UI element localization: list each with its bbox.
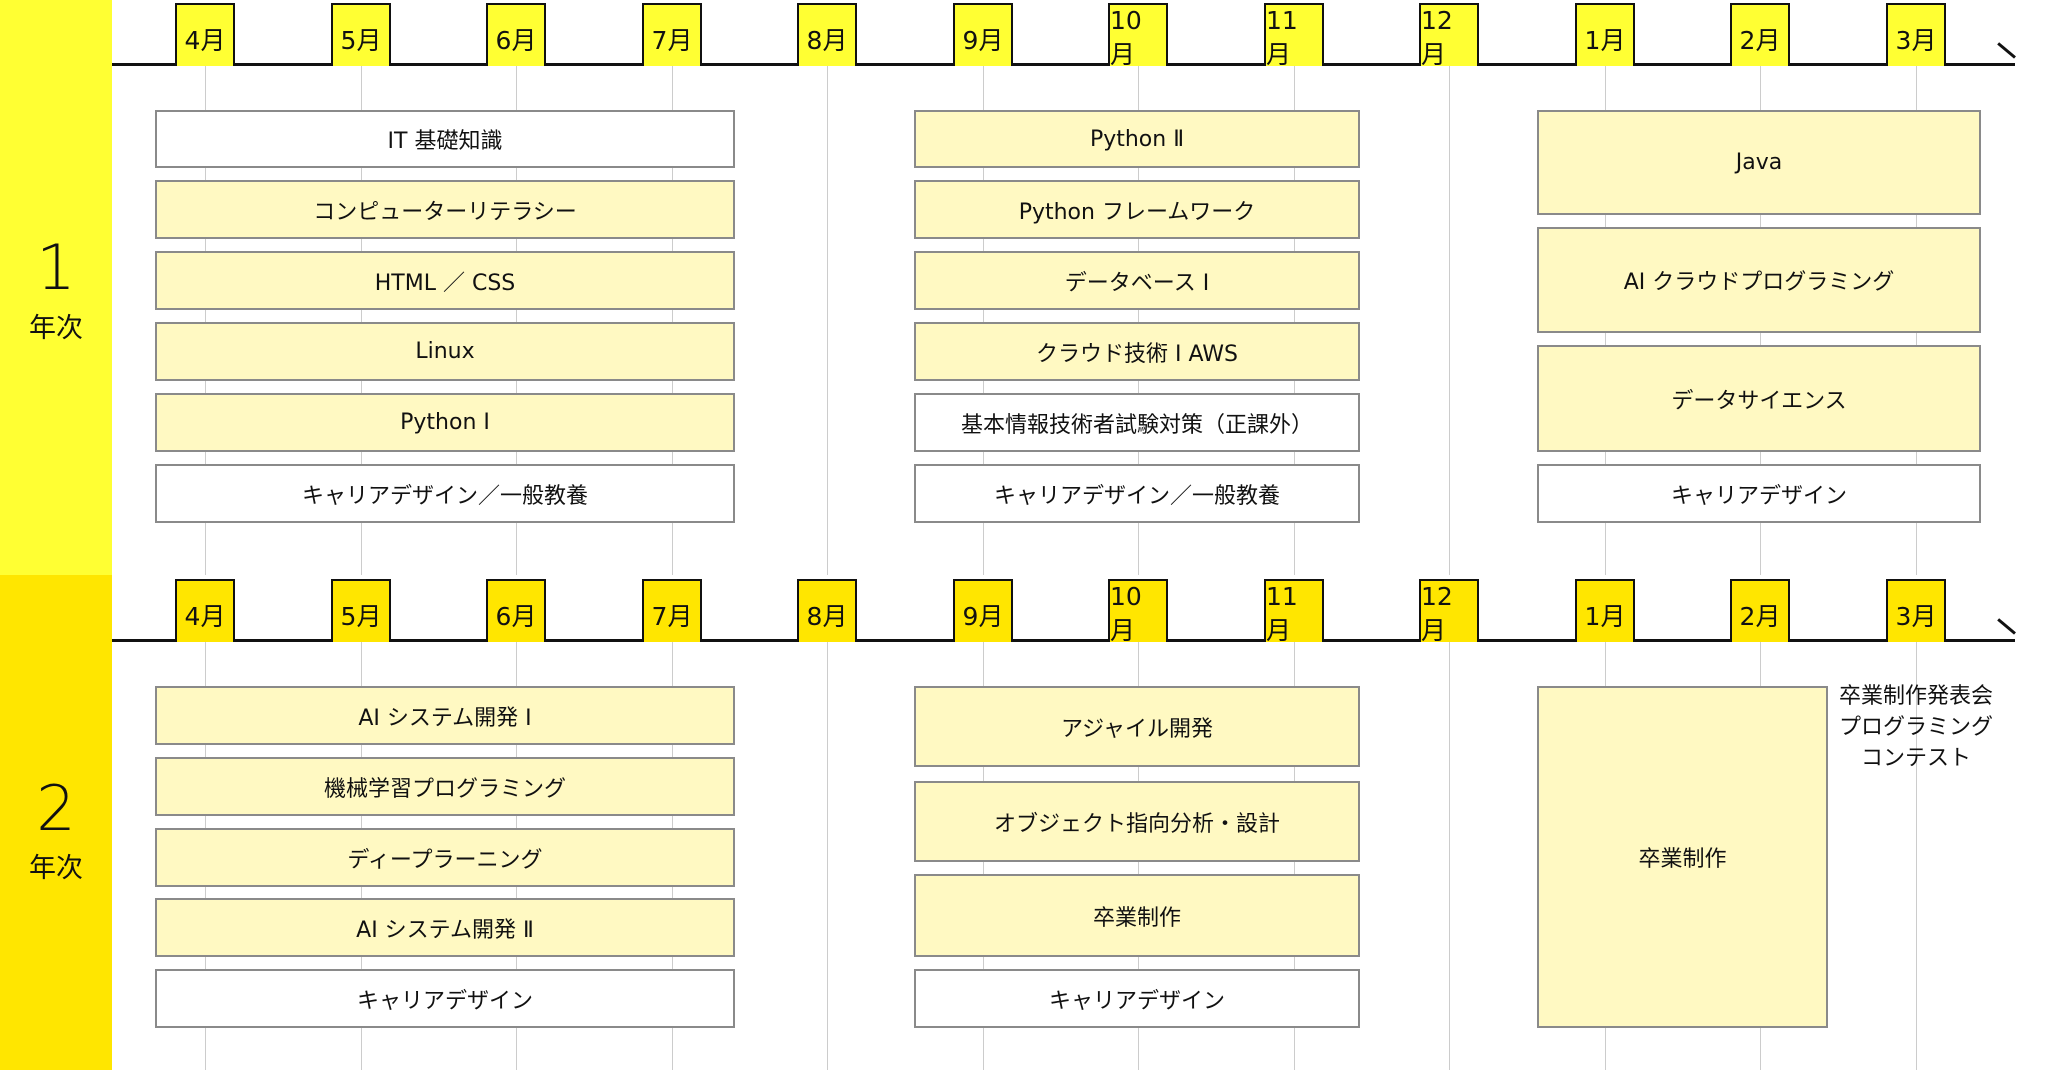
month-marker: 4月 [175, 3, 235, 66]
month-gridline [1916, 642, 1917, 1070]
month-marker: 5月 [331, 3, 391, 66]
year-number: 1 [36, 231, 76, 304]
course-box: 卒業制作 [1537, 686, 1828, 1028]
month-marker: 8月 [797, 3, 857, 66]
month-marker: 4月 [175, 579, 235, 642]
timeline-axis [112, 63, 2015, 66]
month-marker: 10月 [1108, 579, 1168, 645]
month-marker: 8月 [797, 579, 857, 642]
month-marker: 7月 [642, 579, 702, 642]
event-note: 卒業制作発表会 [1838, 684, 1993, 709]
event-note: プログラミング [1838, 715, 1993, 740]
month-marker: 6月 [486, 3, 546, 66]
course-box: AI システム開発 Ⅱ [155, 898, 735, 957]
month-marker: 12月 [1419, 3, 1479, 69]
course-box: キャリアデザイン [914, 969, 1360, 1028]
month-marker: 6月 [486, 579, 546, 642]
course-box: データベース Ⅰ [914, 251, 1360, 310]
timeline-axis-end [1997, 42, 2016, 59]
year-label: 年次 [29, 313, 83, 344]
month-gridline [672, 66, 673, 575]
course-box: ディープラーニング [155, 828, 735, 887]
course-box: AI システム開発 Ⅰ [155, 686, 735, 745]
month-marker: 1月 [1575, 3, 1635, 66]
year-number: 2 [36, 772, 76, 845]
month-gridline [361, 66, 362, 575]
course-box: Python Ⅰ [155, 393, 735, 452]
year-label: 年次 [29, 853, 83, 884]
month-gridline [516, 66, 517, 575]
month-marker: 7月 [642, 3, 702, 66]
course-box: キャリアデザイン／一般教養 [155, 464, 735, 523]
course-box: オブジェクト指向分析・設計 [914, 781, 1360, 862]
month-gridline [983, 66, 984, 575]
month-marker: 9月 [953, 3, 1013, 66]
month-marker: 11月 [1264, 579, 1324, 645]
month-marker: 11月 [1264, 3, 1324, 69]
course-box: キャリアデザイン [155, 969, 735, 1028]
timeline-axis-end [1997, 618, 2016, 635]
month-marker: 9月 [953, 579, 1013, 642]
month-marker: 3月 [1886, 3, 1946, 66]
course-box: 機械学習プログラミング [155, 757, 735, 816]
course-box: Python フレームワーク [914, 180, 1360, 239]
course-box: IT 基礎知識 [155, 110, 735, 168]
month-marker: 12月 [1419, 579, 1479, 645]
month-gridline [1294, 66, 1295, 575]
month-gridline [205, 66, 206, 575]
month-marker: 2月 [1730, 579, 1790, 642]
month-gridline [1138, 66, 1139, 575]
month-marker: 10月 [1108, 3, 1168, 69]
month-marker: 1月 [1575, 579, 1635, 642]
course-box: クラウド技術 Ⅰ AWS [914, 322, 1360, 381]
course-box: HTML ／ CSS [155, 251, 735, 310]
month-gridline [827, 642, 828, 1070]
course-box: キャリアデザイン [1537, 464, 1981, 523]
course-box: 基本情報技術者試験対策（正課外） [914, 393, 1360, 452]
month-gridline [1449, 66, 1450, 575]
course-box: Java [1537, 110, 1981, 215]
month-marker: 5月 [331, 579, 391, 642]
month-gridline [1449, 642, 1450, 1070]
year-band [0, 0, 112, 575]
course-box: Linux [155, 322, 735, 381]
month-gridline [827, 66, 828, 575]
course-box: AI クラウドプログラミング [1537, 227, 1981, 333]
event-note: コンテスト [1860, 746, 1971, 771]
course-box: アジャイル開発 [914, 686, 1360, 767]
month-marker: 2月 [1730, 3, 1790, 66]
course-box: データサイエンス [1537, 345, 1981, 452]
timeline-axis [112, 639, 2015, 642]
year-band [0, 575, 112, 1070]
course-box: 卒業制作 [914, 874, 1360, 957]
course-box: キャリアデザイン／一般教養 [914, 464, 1360, 523]
course-box: コンピューターリテラシー [155, 180, 735, 239]
course-box: Python Ⅱ [914, 110, 1360, 168]
month-marker: 3月 [1886, 579, 1946, 642]
